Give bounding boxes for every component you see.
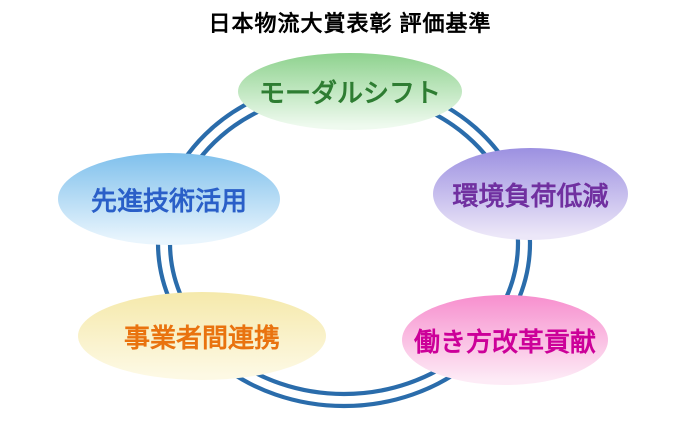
node-environmental-load-reduction: 環境負荷低減	[433, 148, 628, 240]
node-environmental-load-reduction-label: 環境負荷低減	[452, 180, 609, 211]
node-business-operator-collaboration-label: 事業者間連携	[123, 322, 280, 353]
node-workstyle-reform-contribution: 働き方改革貢献	[402, 295, 608, 385]
diagram-title: 日本物流大賞表彰 評価基準	[208, 11, 492, 36]
node-modal-shift: モーダルシフト	[238, 53, 462, 130]
node-business-operator-collaboration: 事業者間連携	[78, 292, 326, 380]
node-workstyle-reform-contribution-label: 働き方改革貢献	[413, 326, 596, 357]
node-modal-shift-label: モーダルシフト	[258, 78, 441, 108]
node-advanced-technology-utilization: 先進技術活用	[58, 153, 280, 245]
node-advanced-technology-utilization-label: 先進技術活用	[90, 185, 247, 216]
